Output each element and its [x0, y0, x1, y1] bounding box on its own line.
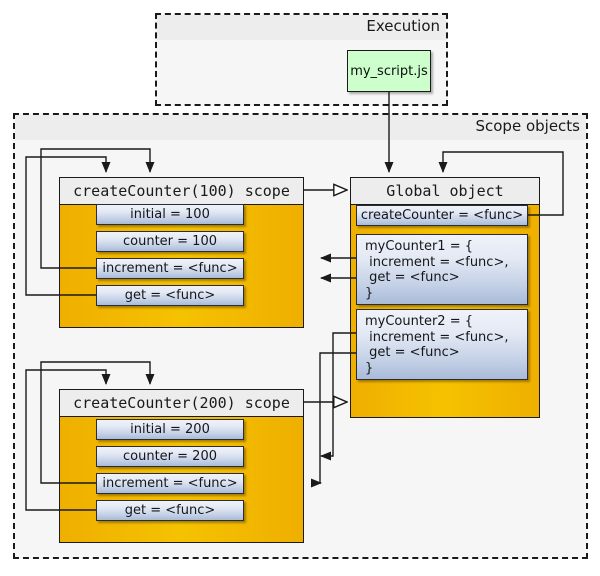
- script-node-my-script[interactable]: my_script.js: [347, 50, 431, 92]
- global-slot-mycounter1[interactable]: myCounter1 = { increment = <func>, get =…: [356, 234, 528, 305]
- scope2-slot-initial[interactable]: initial = 200: [96, 419, 244, 440]
- execution-frame-titlebar: [157, 15, 446, 40]
- scope1-slot-initial[interactable]: initial = 100: [96, 204, 244, 225]
- scope-objects-frame-titlebar: [15, 115, 586, 140]
- scope-panel-counter-100-header: createCounter(100) scope: [60, 178, 303, 205]
- scope1-slot-counter[interactable]: counter = 100: [96, 231, 244, 252]
- scope2-slot-increment[interactable]: increment = <func>: [96, 473, 244, 494]
- scope-objects-frame-title: Scope objects: [475, 117, 580, 135]
- global-object-header: Global object: [351, 178, 539, 205]
- global-slot-createcounter[interactable]: createCounter = <func>: [356, 205, 528, 226]
- scope1-slot-get[interactable]: get = <func>: [96, 285, 244, 306]
- execution-frame-title: Execution: [366, 17, 440, 35]
- scope2-slot-counter[interactable]: counter = 200: [96, 446, 244, 467]
- scope-panel-counter-200-header: createCounter(200) scope: [60, 390, 303, 417]
- scope1-slot-increment[interactable]: increment = <func>: [96, 258, 244, 279]
- scope2-slot-get[interactable]: get = <func>: [96, 500, 244, 521]
- global-slot-mycounter2[interactable]: myCounter2 = { increment = <func>, get =…: [356, 309, 528, 380]
